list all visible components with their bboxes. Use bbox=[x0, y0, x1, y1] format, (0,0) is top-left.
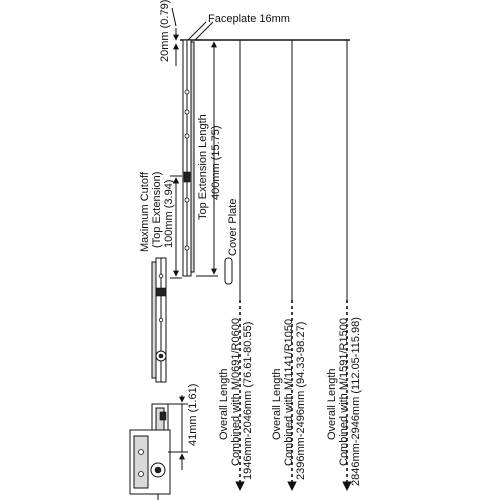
max-cutoff-label-2: (Top Extension) bbox=[151, 172, 163, 248]
overall-length-title-2: Overall Length bbox=[271, 368, 283, 440]
overall-length-range-1: 1946mm-2046mm (76.61-80.55) bbox=[242, 322, 254, 480]
dim-20mm-label: 20mm (0.79) bbox=[159, 0, 171, 62]
max-cutoff-dimension: Maximum Cutoff (Top Extension) 100mm (3.… bbox=[139, 171, 182, 279]
overall-length-title-1: Overall Length bbox=[218, 368, 230, 440]
cover-plate-label: Cover Plate bbox=[227, 199, 239, 256]
overall-length-range-2: 2396mm-2496mm (94.33-98.27) bbox=[295, 322, 307, 480]
cover-plate: Cover Plate bbox=[224, 199, 239, 285]
overall-length-combined-2: Combined with M/1141/R1050 bbox=[283, 319, 295, 466]
top-extension-bar bbox=[182, 39, 195, 277]
overall-length-range-3: 2846mm-2946mm (112.05-115.98) bbox=[350, 317, 362, 486]
lower-mechanism-bar bbox=[151, 257, 167, 383]
overall-length-group-2: Overall Length Combined with M/1141/R105… bbox=[271, 319, 307, 480]
overall-length-group-1: Overall Length Combined with M/0691/R060… bbox=[218, 318, 254, 480]
top-extension-dimension: Top Extension Length 400mm (15.75) bbox=[196, 41, 222, 277]
overall-length-group-3: Overall Length Combined with M/1591/R150… bbox=[326, 317, 362, 486]
max-cutoff-label-3: 100mm (3.94) bbox=[163, 180, 175, 248]
faceplate-callout: Faceplate 16mm bbox=[187, 13, 290, 41]
overall-length-combined-1: Combined with M/0691/R0600 bbox=[230, 318, 242, 466]
top-ext-length-label-1: Top Extension Length bbox=[197, 114, 209, 220]
dim-41mm-label: 41mm (1.61) bbox=[187, 384, 199, 446]
overall-length-title-3: Overall Length bbox=[326, 368, 338, 440]
gearbox-body bbox=[129, 403, 171, 500]
faceplate-label: Faceplate 16mm bbox=[208, 13, 290, 25]
top-ext-length-label-2: 400mm (15.75) bbox=[210, 125, 222, 200]
dimension-20mm: 20mm (0.79) bbox=[159, 0, 179, 66]
dimension-41mm: 41mm (1.61) bbox=[168, 384, 199, 470]
overall-length-combined-3: Combined with M/1591/R1500 bbox=[338, 318, 350, 466]
max-cutoff-label-1: Maximum Cutoff bbox=[139, 171, 151, 252]
